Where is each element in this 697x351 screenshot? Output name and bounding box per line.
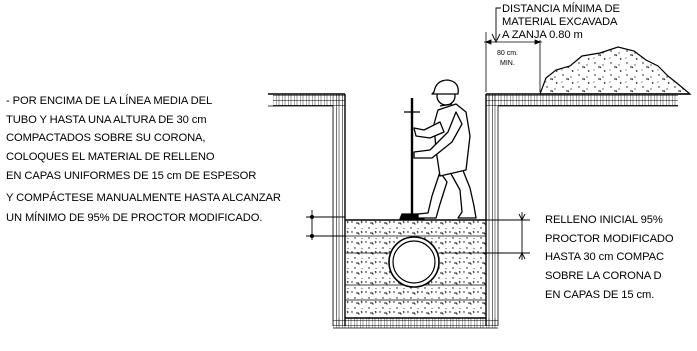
note-left-line-6: Y COMPÁCTESE MANUALMENTE HASTA ALCANZAR — [6, 191, 281, 204]
note-left-line-7: UN MÍNIMO DE 95% DE PROCTOR MODIFICADO. — [6, 211, 262, 224]
callout-top-line-2: MATERIAL EXCAVADA — [502, 16, 618, 28]
pipe — [388, 236, 440, 288]
leader-right — [486, 212, 530, 260]
ground-left — [268, 93, 345, 107]
note-right-line-1: RELLENO INICIAL 95% — [545, 214, 663, 226]
note-right-line-4: SOBRE LA CORONA D — [545, 270, 661, 282]
callout-leader-top — [491, 7, 501, 44]
trench-wall-right — [485, 94, 499, 326]
note-left-line-5: EN CAPAS UNIFORMES DE 15 cm DE ESPESOR — [6, 170, 256, 182]
worker-figure — [399, 79, 477, 220]
leader-left — [306, 210, 345, 240]
note-left-line-3: COMPACTADOS SOBRE SU CORONA, — [6, 132, 205, 144]
dimension-label-line-2: MIN. — [500, 60, 515, 67]
callout-top-line-1: DISTANCIA MÍNIMA DE — [502, 2, 620, 15]
note-left: - POR ENCIMA DE LA LÍNEA MEDIA DEL TUBO … — [6, 94, 281, 224]
note-right: RELLENO INICIAL 95% PROCTOR MODIFICADO H… — [545, 214, 674, 301]
dimension-label-line-1: 80 cm. — [497, 50, 518, 57]
note-left-line-2: TUBO Y HASTA UNA ALTURA DE 30 cm — [6, 114, 207, 126]
note-left-line-1: - POR ENCIMA DE LA LÍNEA MEDIA DEL — [6, 94, 212, 107]
trench-wall-left — [332, 94, 346, 326]
note-right-line-2: PROCTOR MODIFICADO — [545, 233, 674, 245]
dimension-80cm — [484, 32, 542, 92]
callout-top-line-3: A ZANJA 0.80 m — [502, 29, 583, 41]
trench-bottom — [333, 317, 498, 329]
note-right-line-5: EN CAPAS DE 15 cm. — [545, 289, 654, 301]
note-right-line-3: HASTA 30 cm COMPAC — [545, 251, 664, 263]
excavated-material-pile — [539, 46, 692, 95]
ground-right — [486, 93, 690, 107]
note-left-line-4: COLOQUES EL MATERIAL DE RELLENO — [6, 151, 215, 163]
